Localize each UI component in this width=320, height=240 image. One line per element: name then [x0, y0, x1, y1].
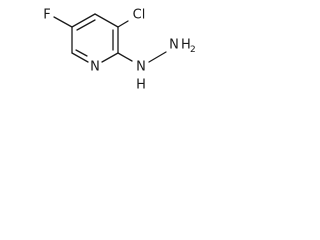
bond-c5-f: [53, 16, 73, 28]
hydrazine-nh-n-label: N: [136, 60, 146, 75]
bond-c3-cl: [117, 20, 129, 28]
bond-c4-c3: [94, 13, 119, 28]
hydrazine-nh2-n-label: N: [169, 38, 179, 53]
bond-c5-c4: [71, 13, 96, 28]
bond-c2-nh: [117, 52, 133, 62]
chemical-structure: F Cl N H N N H 2: [43, 8, 196, 93]
fluorine-label: F: [43, 8, 50, 23]
chlorine-label: Cl: [133, 8, 146, 23]
hydrazine-nh2-h-label: H: [181, 38, 191, 53]
hydrazine-nh2-subscript-label: 2: [190, 45, 196, 55]
bond-c5-c4-inner: [76, 19, 96, 31]
bond-nh-nh2: [148, 51, 167, 63]
hydrazine-nh-h-label: H: [136, 78, 146, 93]
ring-nitrogen-label: N: [90, 60, 100, 75]
bond-n1-c6: [71, 52, 89, 63]
bond-n1-c6-inner: [75, 49, 88, 57]
bond-c2-n1: [101, 52, 119, 63]
